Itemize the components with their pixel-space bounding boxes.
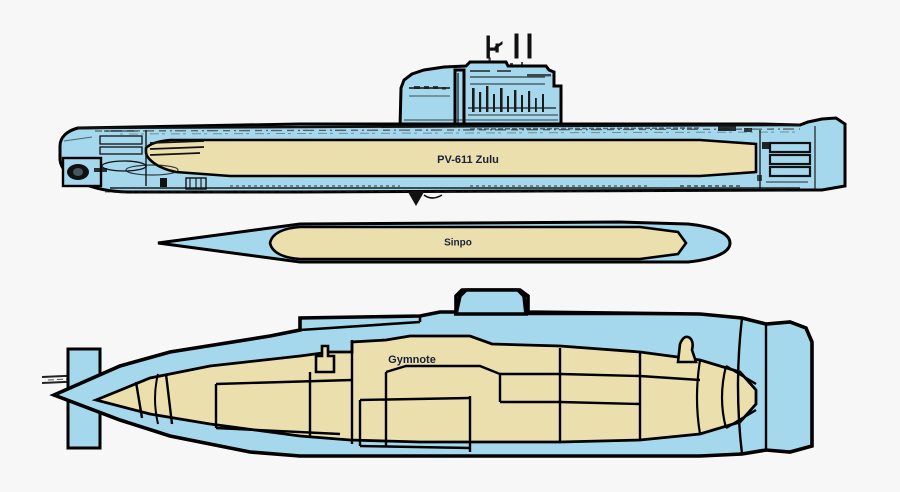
pressure-hull-sinpo: [268, 225, 688, 261]
vessel-label-sinpo: Sinpo: [444, 238, 472, 249]
vessel-gymnote[interactable]: Gymnote: [41, 288, 814, 458]
vessel-label-gymnote: Gymnote: [388, 354, 436, 366]
bow-detail-zulu: [61, 130, 207, 190]
keel-bulge: [408, 192, 424, 206]
internal-compartments: [134, 340, 757, 452]
vessel-sinpo[interactable]: Sinpo: [157, 220, 732, 264]
hull-technical-detail: [230, 127, 701, 187]
sail-equipment-icon: [414, 70, 551, 112]
deck-detail-band: [77, 123, 811, 193]
sail-gymnote: [453, 288, 529, 316]
stern-detail-zulu: [680, 126, 816, 190]
stern-deck-fitting: [676, 335, 698, 364]
vessel-pv-611-zulu[interactable]: PV-611 Zulu: [58, 33, 847, 206]
stern-section-lines: [736, 317, 768, 455]
keel-line: [423, 194, 443, 199]
deck-mast-fitting: [314, 344, 336, 374]
hull-fairing-lines: [298, 312, 700, 332]
vessel-label-zulu: PV-611 Zulu: [437, 154, 499, 166]
